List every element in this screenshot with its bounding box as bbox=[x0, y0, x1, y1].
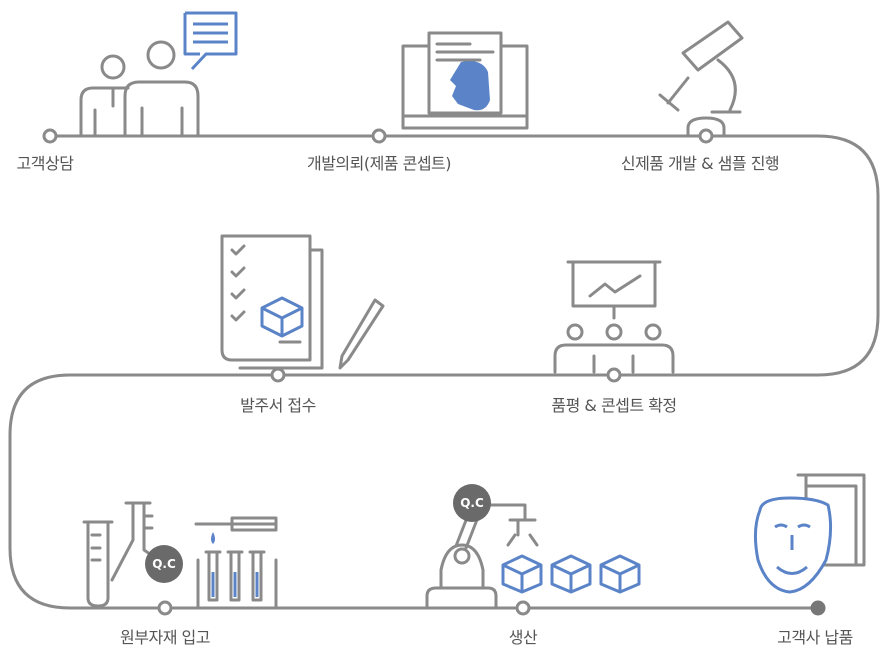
development-request-icon bbox=[401, 31, 529, 130]
step-label-order-receipt: 발주서 접수 bbox=[240, 396, 316, 415]
step-node-7 bbox=[515, 600, 531, 616]
step-label-materials-arrival: 원부자재 입고 bbox=[120, 628, 210, 647]
qc-badge-production: Q.C bbox=[453, 484, 491, 522]
step-label-sample-development: 신제품 개발 & 샘플 진행 bbox=[620, 154, 780, 173]
process-path bbox=[8, 134, 880, 610]
step-label-delivery: 고객사 납품 bbox=[777, 628, 853, 647]
step-node-6 bbox=[157, 600, 173, 616]
mask-delivery-icon bbox=[753, 473, 866, 594]
lab-glassware-icon bbox=[82, 501, 278, 608]
order-form-icon bbox=[220, 234, 385, 370]
step-label-concept-confirm: 품평 & 콘셉트 확정 bbox=[551, 396, 677, 415]
step-node-end bbox=[810, 600, 826, 616]
consultation-icon bbox=[79, 11, 238, 138]
step-label-consultation: 고객상담 bbox=[16, 154, 74, 173]
qc-badge-materials: Q.C bbox=[145, 545, 183, 583]
step-node-3 bbox=[698, 128, 714, 144]
step-node-2 bbox=[371, 128, 387, 144]
step-node-4 bbox=[270, 367, 286, 383]
production-robot-icon bbox=[425, 503, 641, 608]
microscope-icon bbox=[658, 20, 744, 138]
step-label-production: 생산 bbox=[508, 628, 538, 647]
presentation-icon bbox=[553, 260, 675, 374]
step-node-1 bbox=[42, 128, 58, 144]
step-label-development-request: 개발의뢰(제품 콘셉트) bbox=[306, 154, 452, 173]
step-node-5 bbox=[606, 367, 622, 383]
